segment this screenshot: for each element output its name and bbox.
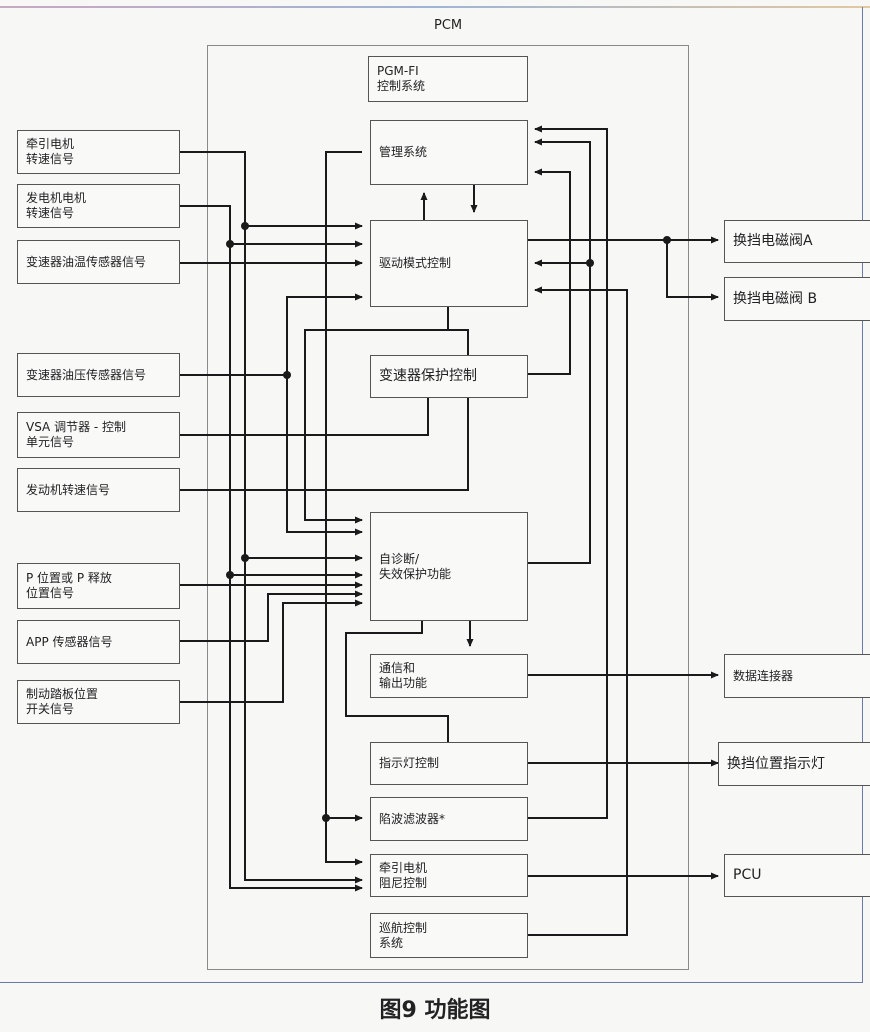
input-trans-oil-temp: 变速器油温传感器信号 (17, 240, 180, 284)
input-p-position: P 位置或 P 释放 位置信号 (17, 563, 180, 609)
figure-frame (0, 7, 863, 983)
output-shift-solenoid-a: 换挡电磁阀A (724, 220, 870, 263)
self-diag-box: 自诊断/ 失效保护功能 (370, 512, 528, 621)
indicator-ctrl-box: 指示灯控制 (370, 742, 528, 785)
output-pcu: PCU (724, 854, 870, 897)
output-shift-indicator: 换挡位置指示灯 (718, 742, 870, 786)
management-box: 管理系统 (370, 120, 528, 185)
traction-damping-box: 牵引电机 阻尼控制 (370, 854, 528, 897)
output-data-connector: 数据连接器 (724, 654, 870, 698)
pgm-fi-box: PGM-FI 控制系统 (368, 56, 528, 102)
input-app-sensor: APP 传感器信号 (17, 620, 180, 664)
input-traction-motor-speed: 牵引电机 转速信号 (17, 130, 180, 174)
notch-filter-box: 陷波滤波器* (370, 797, 528, 841)
cruise-box: 巡航控制 系统 (370, 913, 528, 958)
top-border-line (0, 6, 870, 8)
output-shift-solenoid-b: 换挡电磁阀 B (724, 277, 870, 321)
pcm-label: PCM (434, 18, 463, 33)
input-engine-speed: 发动机转速信号 (17, 468, 180, 512)
pcm-container (207, 45, 689, 970)
input-trans-oil-pressure: 变速器油压传感器信号 (17, 353, 180, 397)
comm-output-box: 通信和 输出功能 (370, 654, 528, 698)
input-brake-pedal: 制动踏板位置 开关信号 (17, 680, 180, 724)
input-vsa-modulator: VSA 调节器 - 控制 单元信号 (17, 412, 180, 458)
trans-protect-box: 变速器保护控制 (370, 355, 528, 398)
drive-mode-box: 驱动模式控制 (370, 220, 528, 307)
figure-caption: 图9 功能图 (379, 998, 491, 1023)
input-generator-motor-speed: 发电机电机 转速信号 (17, 184, 180, 228)
